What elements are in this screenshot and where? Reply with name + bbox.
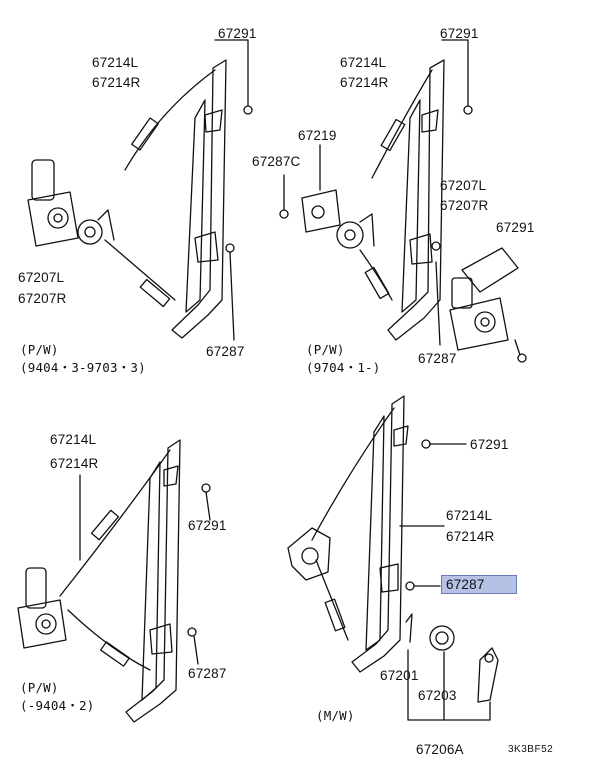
figure-code: 3K3BF52 bbox=[508, 744, 554, 755]
part-67203-bottom-right: 67203 bbox=[418, 688, 457, 703]
part-67214L-top-right: 67214L bbox=[340, 55, 387, 70]
part-67287-bottom-left: 67287 bbox=[188, 666, 227, 681]
part-67207L-top-left: 67207L bbox=[18, 270, 65, 285]
part-67214R-top-right: 67214R bbox=[340, 75, 389, 90]
leader-lines-top-right bbox=[279, 39, 527, 363]
leader-lines-top-left bbox=[214, 39, 253, 341]
part-67287-highlighted[interactable]: 67287 bbox=[441, 575, 517, 594]
variant-dates-top-right: (9704・1-) bbox=[306, 360, 381, 375]
part-67207R-top-left: 67207R bbox=[18, 291, 67, 306]
part-67206A-bottom-right: 67206A bbox=[416, 742, 464, 757]
part-67214R-bottom-left: 67214R bbox=[50, 456, 99, 471]
part-67291-top-left: 67291 bbox=[218, 26, 257, 41]
leader-lines-bottom-left bbox=[79, 474, 211, 665]
part-67214L-bottom-right: 67214L bbox=[446, 508, 493, 523]
regulator-bottom-left bbox=[59, 439, 181, 723]
motor-bottom-left bbox=[17, 567, 67, 649]
regulator-bottom-right bbox=[287, 395, 409, 673]
part-67291-bottom-right: 67291 bbox=[470, 437, 509, 452]
part-67291-bottom-left: 67291 bbox=[188, 518, 227, 533]
motor-top-right bbox=[449, 247, 519, 351]
part-67207L-top-right: 67207L bbox=[440, 178, 487, 193]
part-67287-top-left: 67287 bbox=[206, 344, 245, 359]
part-67214R-top-left: 67214R bbox=[92, 75, 141, 90]
variant-label-top-right: (P/W) bbox=[306, 342, 345, 357]
motor-top-left bbox=[27, 159, 79, 247]
variant-dates-bottom-left: (-9404・2) bbox=[20, 698, 95, 713]
part-67207R-top-right: 67207R bbox=[440, 198, 489, 213]
part-67287C-top-right: 67287C bbox=[252, 154, 301, 169]
regulator-top-left bbox=[77, 59, 227, 339]
variant-label-top-left: (P/W) bbox=[20, 342, 59, 357]
variant-label-bottom-left: (P/W) bbox=[20, 680, 59, 695]
handle-parts-bottom-right bbox=[405, 613, 499, 703]
variant-dates-top-left: (9404・3-9703・3) bbox=[20, 360, 146, 375]
variant-label-bottom-right: (M/W) bbox=[316, 708, 355, 723]
part-67214R-bottom-right: 67214R bbox=[446, 529, 495, 544]
regulator-top-right bbox=[301, 59, 445, 341]
part-67291-top-right: 67291 bbox=[440, 26, 479, 41]
part-67287-top-right: 67287 bbox=[418, 351, 457, 366]
part-67219-top-right: 67219 bbox=[298, 128, 337, 143]
part-67214L-top-left: 67214L bbox=[92, 55, 139, 70]
part-67291b-top-right: 67291 bbox=[496, 220, 535, 235]
part-67201-bottom-right: 67201 bbox=[380, 668, 419, 683]
part-67214L-bottom-left: 67214L bbox=[50, 432, 97, 447]
leader-lines-bottom-right bbox=[399, 439, 491, 721]
